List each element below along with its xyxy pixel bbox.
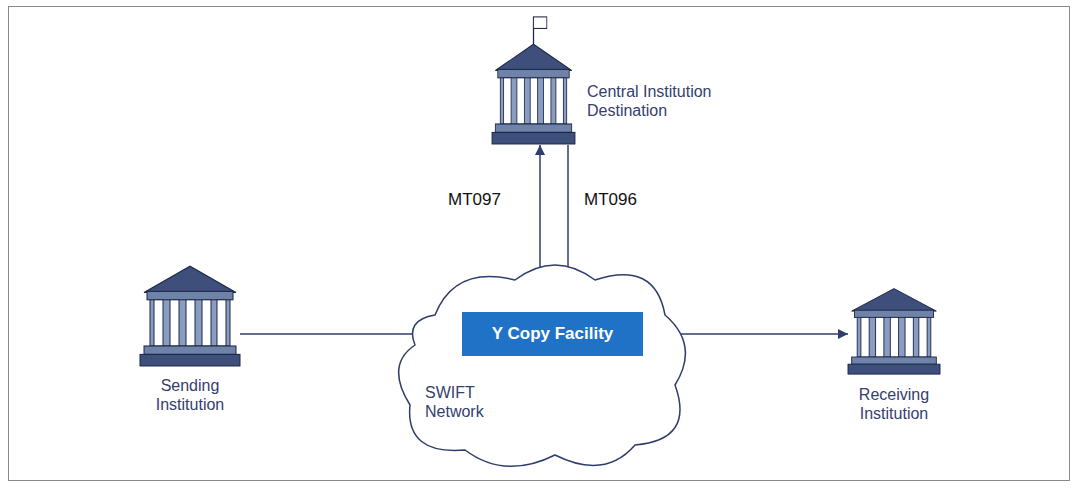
- node-label: SWIFT Network: [425, 383, 505, 421]
- message-type-label: MT096: [582, 190, 639, 210]
- building-icon: [140, 262, 240, 367]
- cloud-outline: [395, 255, 695, 470]
- node-label: Receiving Institution: [839, 385, 949, 423]
- sending-institution: Sending Institution: [140, 262, 240, 367]
- node-label: Central Institution Destination: [587, 82, 737, 120]
- message-type-label: MT097: [446, 190, 503, 210]
- box-label: Y Copy Facility: [492, 324, 614, 344]
- building-icon: [492, 40, 575, 145]
- building-icon: [848, 285, 940, 375]
- node-label: Sending Institution: [140, 376, 240, 414]
- receiving-institution: Receiving Institution: [848, 285, 940, 375]
- central-institution: Central Institution Destination: [492, 40, 575, 145]
- y-copy-facility-box: Y Copy Facility: [462, 312, 643, 356]
- frame-border: [9, 7, 1070, 481]
- swift-network-cloud: SWIFT Network Y Copy Facility: [395, 255, 695, 470]
